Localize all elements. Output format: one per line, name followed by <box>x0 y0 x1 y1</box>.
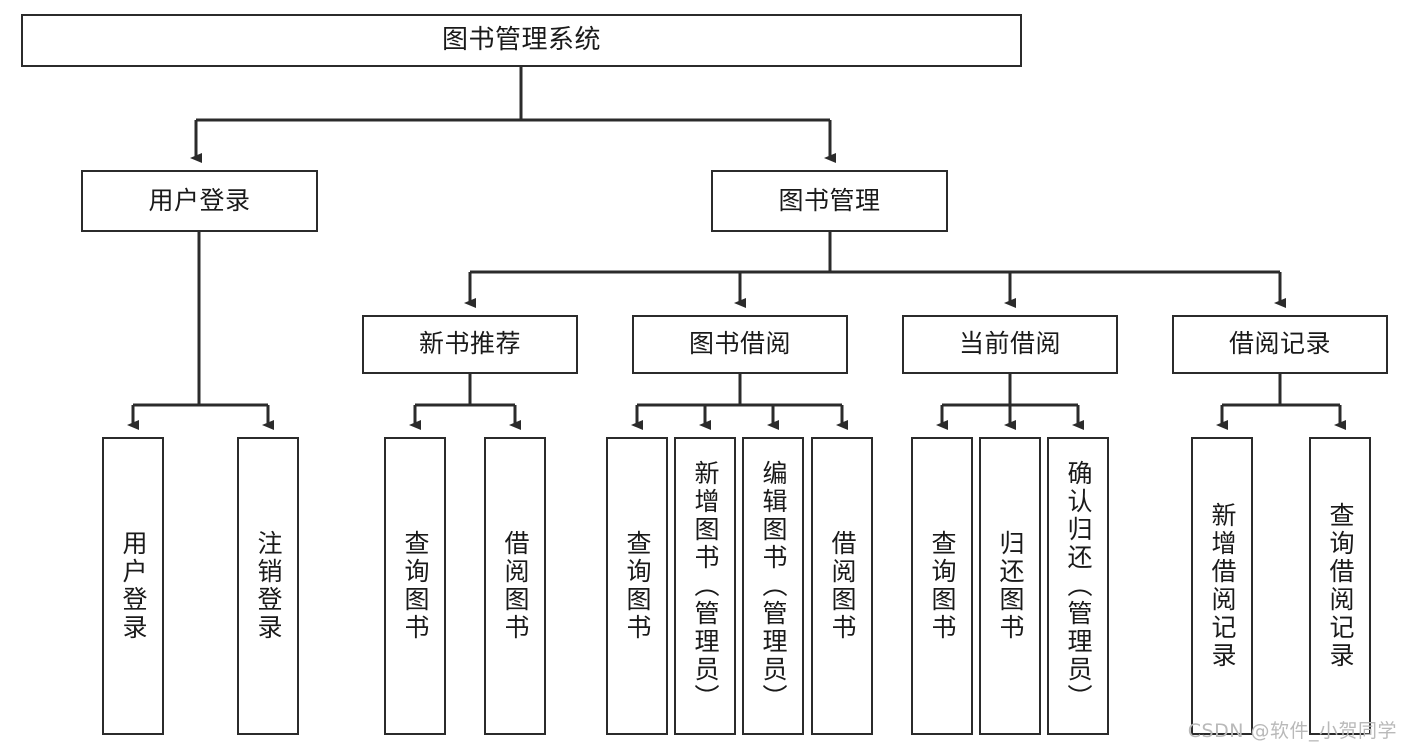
node-label: 用户登录 <box>148 185 251 215</box>
node-label: 注销登录 <box>254 530 283 642</box>
node-book-management[interactable]: 图书管理 <box>711 170 948 232</box>
node-label: 归还图书 <box>996 530 1025 642</box>
node-current-borrow[interactable]: 当前借阅 <box>902 315 1118 374</box>
node-label: 新书推荐 <box>418 329 521 359</box>
node-label: 借阅记录 <box>1228 329 1331 359</box>
node-label: 查询借阅记录 <box>1326 502 1355 670</box>
leaf-query-book-recommend[interactable]: 查询图书 <box>384 437 446 735</box>
node-label: 图书借阅 <box>688 329 791 359</box>
leaf-user-login[interactable]: 用户登录 <box>102 437 164 735</box>
leaf-edit-book-admin[interactable]: 编辑图书（管理员） <box>742 437 804 735</box>
node-label: 图书管理系统 <box>441 24 601 55</box>
node-label: 查询图书 <box>928 530 957 642</box>
node-label: 查询图书 <box>623 530 652 642</box>
leaf-borrow-book-recommend[interactable]: 借阅图书 <box>484 437 546 735</box>
node-label: 查询图书 <box>401 530 430 642</box>
leaf-query-book-current[interactable]: 查询图书 <box>911 437 973 735</box>
node-label: 图书管理 <box>778 185 881 215</box>
node-label: 当前借阅 <box>958 329 1061 359</box>
leaf-add-borrow-record[interactable]: 新增借阅记录 <box>1191 437 1253 735</box>
node-new-book-recommend[interactable]: 新书推荐 <box>362 315 578 374</box>
node-user-login[interactable]: 用户登录 <box>81 170 318 232</box>
leaf-confirm-return-admin[interactable]: 确认归还（管理员） <box>1047 437 1109 735</box>
node-borrow-record[interactable]: 借阅记录 <box>1172 315 1388 374</box>
csdn-watermark: CSDN @软件_小贺同学 <box>1187 720 1397 742</box>
node-label: 新增图书（管理员） <box>691 460 720 712</box>
node-root-book-management-system[interactable]: 图书管理系统 <box>21 14 1022 67</box>
node-label: 借阅图书 <box>501 530 530 642</box>
leaf-query-book-borrow[interactable]: 查询图书 <box>606 437 668 735</box>
leaf-query-borrow-record[interactable]: 查询借阅记录 <box>1309 437 1371 735</box>
leaf-borrow-book[interactable]: 借阅图书 <box>811 437 873 735</box>
node-book-borrow[interactable]: 图书借阅 <box>632 315 848 374</box>
node-label: 确认归还（管理员） <box>1064 460 1093 712</box>
leaf-user-logout[interactable]: 注销登录 <box>237 437 299 735</box>
leaf-return-book[interactable]: 归还图书 <box>979 437 1041 735</box>
node-label: 借阅图书 <box>828 530 857 642</box>
node-label: 编辑图书（管理员） <box>759 460 788 712</box>
node-label: 用户登录 <box>119 530 148 642</box>
leaf-add-book-admin[interactable]: 新增图书（管理员） <box>674 437 736 735</box>
node-label: 新增借阅记录 <box>1208 502 1237 670</box>
